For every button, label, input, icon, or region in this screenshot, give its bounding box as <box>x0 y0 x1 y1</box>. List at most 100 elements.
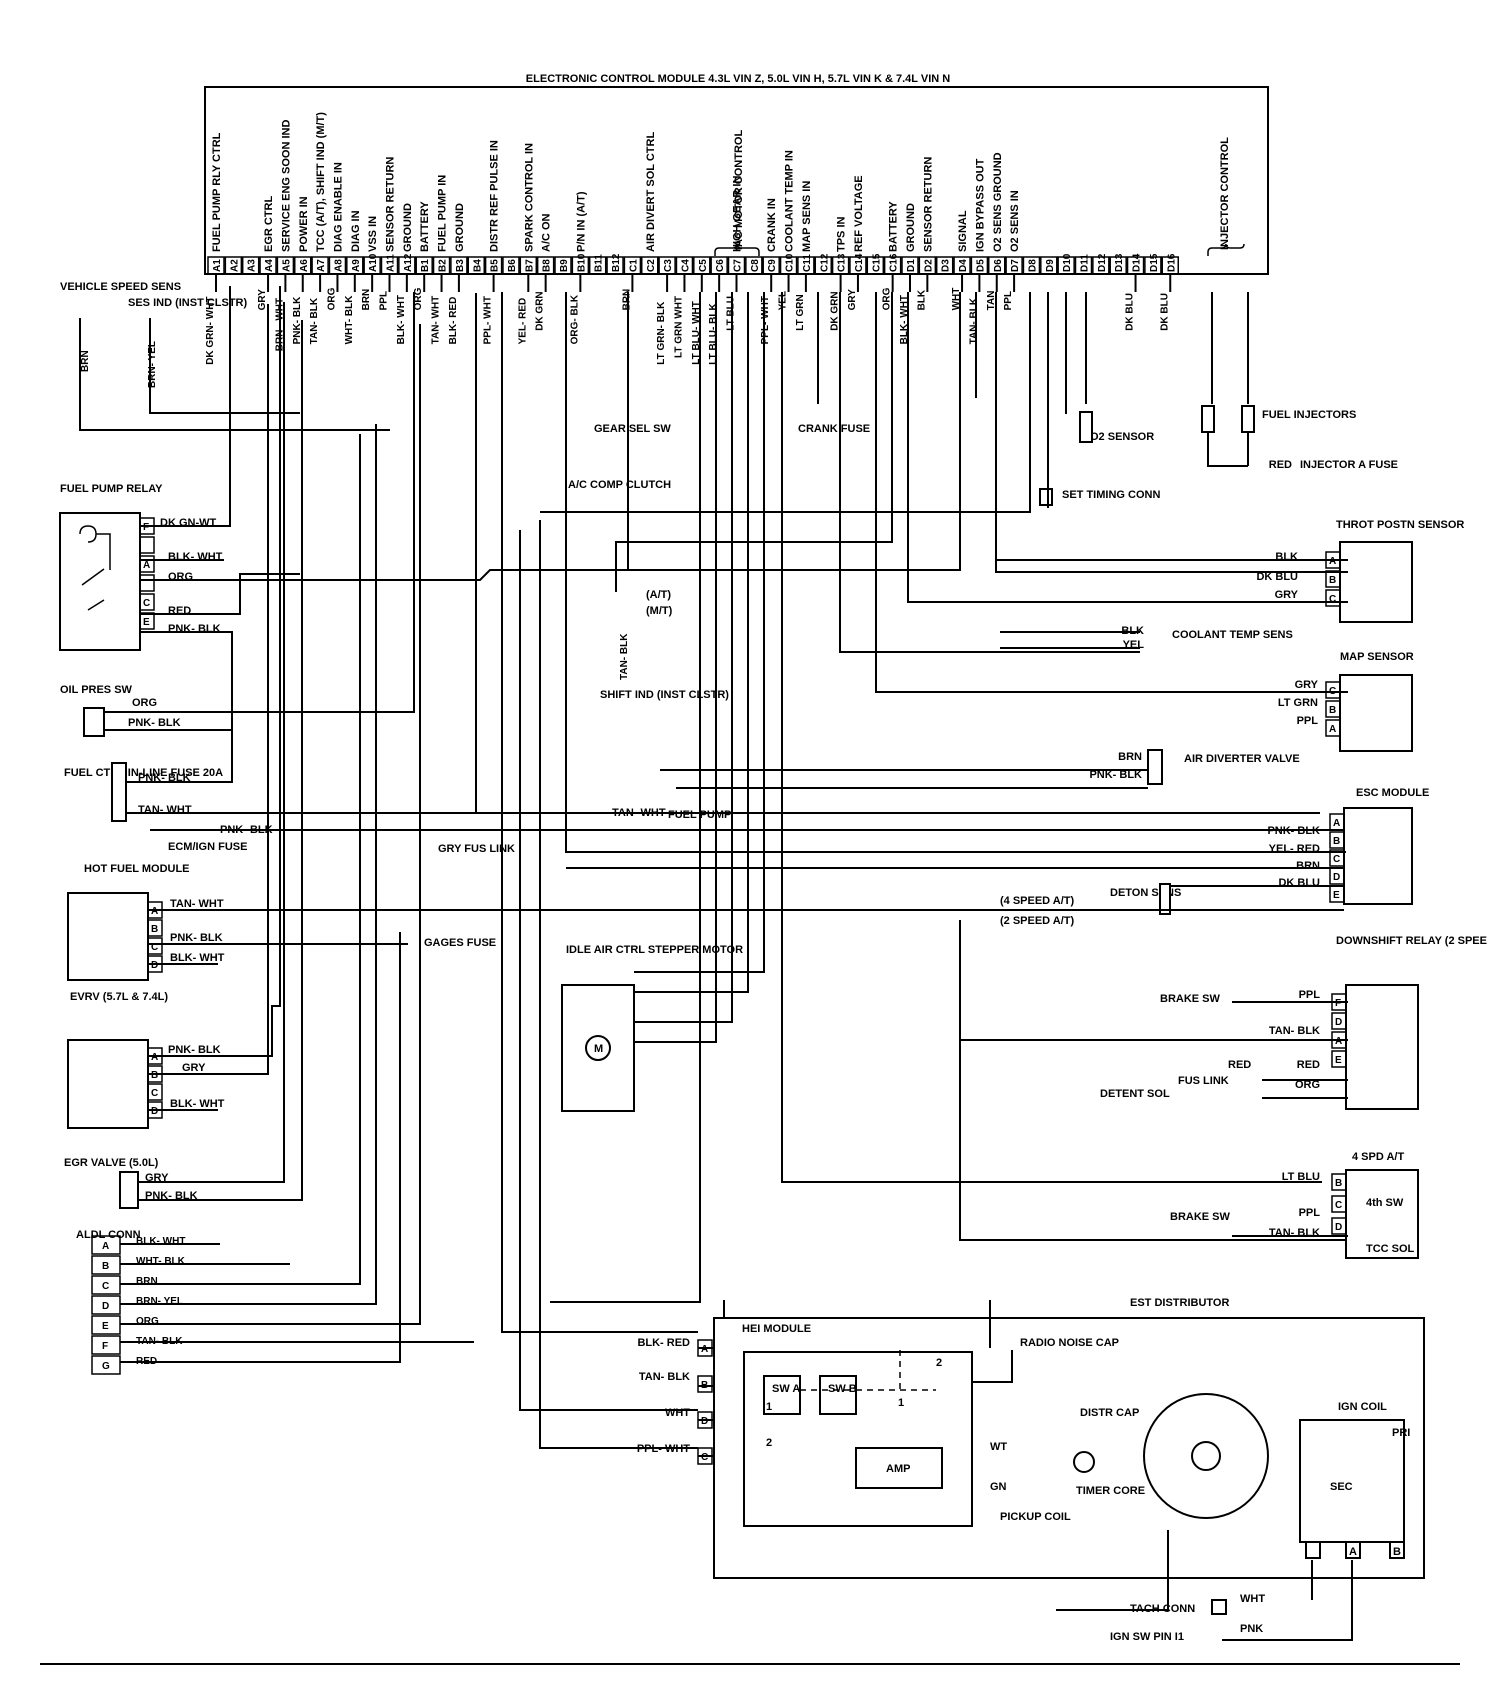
ecm-pin-function: REF VOLTAGE <box>853 175 865 252</box>
aldl-wire-label: WHT- BLK <box>136 1256 186 1267</box>
air-diverter-valve: AIR DIVERTER VALVE BRN PNK- BLK <box>1089 749 1300 785</box>
injector-fuse-label: INJECTOR A FUSE <box>1300 459 1398 471</box>
relay-pin-box <box>139 555 155 573</box>
ecm-pin-label: A12 <box>403 253 414 272</box>
ecm-pin-function: IGN BYPASS OUT <box>974 158 986 252</box>
ecm-pin-label: D14 <box>1132 253 1143 272</box>
ecm-pin-function: DIAG ENABLE IN <box>332 162 344 252</box>
coil-term-a: A <box>1349 1546 1357 1558</box>
downshift-label: DOWNSHIFT RELAY (2 SPEED A/T) <box>1336 935 1487 947</box>
ecm-pin-function: TPS IN <box>836 216 848 252</box>
ecm-pin-function: DIAG IN <box>350 210 362 252</box>
ecm-pin-function: SIGNAL <box>957 210 969 252</box>
ecm-pin-label: A7 <box>316 259 327 272</box>
ecm-pin-label: D12 <box>1097 253 1108 272</box>
ecm-pin-label: A9 <box>351 259 362 272</box>
iac-stepper-motor: IDLE AIR CTRL STEPPER MOTOR M <box>561 944 743 1112</box>
injector-group-label: INJECTOR CONTROL <box>1207 137 1245 256</box>
tps-c-wire: GRY <box>1275 589 1299 601</box>
dsr-a-wire: RED <box>1297 1059 1320 1071</box>
ecm-pin-label: A11 <box>386 254 397 272</box>
evrv-pin-a: A <box>151 1052 158 1063</box>
sw-a-label: SW A <box>772 1383 800 1395</box>
map-pin-box <box>1325 719 1341 737</box>
mt-label: (M/T) <box>646 605 673 617</box>
map-b-wire: LT GRN <box>1278 697 1318 709</box>
dsr-d-wire: TAN- BLK <box>1269 1025 1320 1037</box>
ecm-pin-function: DISTR REF PULSE IN <box>489 140 501 252</box>
fsa-pin-box <box>1331 1173 1347 1191</box>
esc-pin-d: D <box>1333 872 1340 883</box>
pri-label: PRI <box>1392 1427 1410 1439</box>
ecm-pin-wire-label: ORG <box>413 287 424 310</box>
ecm-pin-label: C14 <box>854 253 865 272</box>
ecm-pin-wire-label: DK GRN <box>535 291 546 330</box>
ecm-pin-function: GROUND <box>402 203 414 252</box>
ecm-pin-wire-label: YEL <box>778 291 789 310</box>
ecm-ign-fuse-label: ECM/IGN FUSE <box>168 841 247 853</box>
ecm-pin-box <box>1074 256 1093 275</box>
ecm-pin-label: C15 <box>871 253 882 272</box>
ecm-pin-function: EGR CTRL <box>263 196 275 253</box>
evrv-pin-box <box>147 1083 163 1101</box>
ecm-pin-label: C12 <box>819 253 830 272</box>
air-diverter-label: AIR DIVERTER VALVE <box>1184 753 1300 765</box>
fsa-d-wire: TAN- BLK <box>1269 1227 1320 1239</box>
ecm-pin-wire-label: LT BLU- WHT <box>691 301 702 365</box>
hfm-pin-a: A <box>151 906 158 917</box>
dsr-pin-d: D <box>1335 1017 1342 1028</box>
ecm-pin-box <box>745 256 763 275</box>
ecm-pin-function: AIR DIVERT SOL CTRL <box>645 132 657 252</box>
esc-pin-c: C <box>1333 854 1340 865</box>
fuel-ctrl-fuse: FUEL CTRL IN-LINE FUSE 20A PNK- BLK TAN-… <box>64 762 515 855</box>
ecm-pin-box <box>1092 256 1110 275</box>
ecm-pin-function: SENSOR RETURN <box>385 157 397 252</box>
coolant-label: COOLANT TEMP SENS <box>1172 629 1293 641</box>
ecm-pin-wire-label: ORG <box>882 287 893 310</box>
ecm-pin-label: C11 <box>802 254 813 272</box>
ecm-box <box>204 86 1269 275</box>
ecm-pin-wire-label: ORG <box>326 287 337 310</box>
ecm-pin-function: FUEL PUMP RLY CTRL <box>211 132 223 252</box>
ecm-pin-box <box>502 256 520 275</box>
map-c-wire: GRY <box>1295 679 1319 691</box>
deton-sens: DETON SENS <box>1110 883 1181 915</box>
aldl-pin-label: G <box>102 1361 110 1372</box>
fus-link-label: FUS LINK <box>1178 1075 1229 1087</box>
ecm-pin-label: B11 <box>594 254 605 272</box>
ecm-pin-wire-label: BLK- WHT <box>899 295 910 344</box>
gages-fuse-label: GAGES FUSE <box>424 937 496 949</box>
ecm-pin-wire-label: TAN- WHT <box>431 296 442 345</box>
ecm-pin-label: C8 <box>750 259 761 272</box>
evrv-pin-c: C <box>151 1088 158 1099</box>
ecm-pin-function: TCC (A/T), SHIFT IND (M/T) <box>315 112 327 252</box>
ecm-pin-label: D4 <box>958 259 969 272</box>
aldl-wire-label: BLK- WHT <box>136 1236 185 1247</box>
map-a-wire: PPL <box>1297 715 1319 727</box>
ecm-pin-wire-label: DK BLU <box>1125 293 1136 331</box>
ecm-pin-label: D13 <box>1114 253 1125 272</box>
ecm-pin-box <box>1144 256 1162 275</box>
ecm-pin-label: D6 <box>993 259 1004 272</box>
at-label: (A/T) <box>646 589 671 601</box>
aldl-pin-label: C <box>102 1281 109 1292</box>
ecm-pin-wire-label: PPL <box>1003 291 1014 310</box>
map-pin-box <box>1325 681 1341 699</box>
vss-label: VEHICLE SPEED SENS <box>60 281 181 293</box>
ecm-pin-box <box>467 256 485 275</box>
aldl-label: ALDL CONN <box>76 1229 141 1241</box>
pickup-wt: WT <box>990 1441 1007 1453</box>
ecm-pin-label: C16 <box>889 253 900 272</box>
ecm-pin-label: A8 <box>333 259 344 272</box>
detent-sol-label: DETENT SOL <box>1100 1088 1170 1100</box>
tps-pin-box <box>1325 589 1341 607</box>
four-spd-label: 4 SPD A/T <box>1352 1151 1404 1163</box>
ign-sw-wire: PNK <box>1240 1623 1263 1635</box>
hei-pin-box <box>697 1375 713 1393</box>
aldl-pin-label: E <box>102 1321 109 1332</box>
esc-pin-a: A <box>1333 818 1340 829</box>
distr-cap-label: DISTR CAP <box>1080 1407 1139 1419</box>
brake-sw-label-1: BRAKE SW <box>1160 993 1221 1005</box>
oil-wire-2: PNK- BLK <box>128 717 181 729</box>
ecm-pin-box <box>1022 256 1041 275</box>
